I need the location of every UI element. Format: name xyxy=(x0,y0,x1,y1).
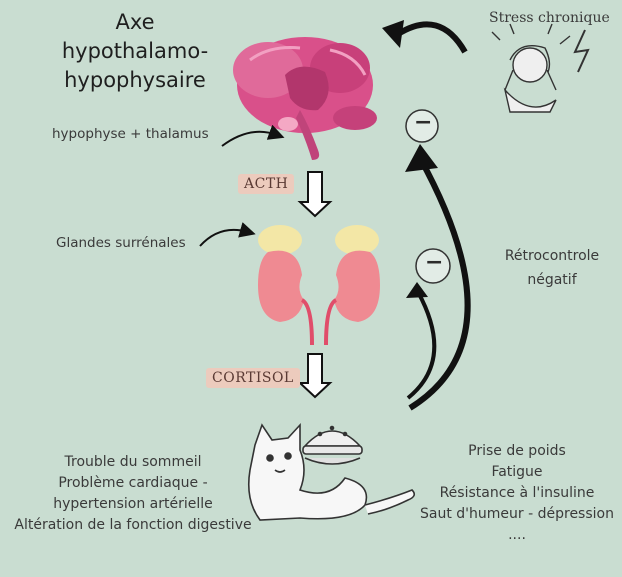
effect-right-item: .... xyxy=(508,527,526,543)
cortisol-label: CORTISOL xyxy=(206,368,300,388)
kidney-left xyxy=(258,250,304,322)
effect-right-item: Résistance à l'insuline xyxy=(439,485,595,501)
acth-label: ACTH xyxy=(238,174,295,194)
feedback-label-line-1: Rétrocontrole xyxy=(504,248,600,264)
title-line-2: hypothalamo- xyxy=(61,39,209,63)
feedback-label-line-2: négatif xyxy=(527,272,577,288)
effect-left-item: Problème cardiaque - xyxy=(58,475,208,491)
inhibit-symbol-middle: − xyxy=(425,250,444,275)
stressed-person-illustration xyxy=(491,23,590,113)
brain-illustration xyxy=(233,37,377,160)
effect-left-item: Trouble du sommeil xyxy=(64,454,202,470)
inhibit-circle-top xyxy=(405,109,439,143)
feedback-label: Rétrocontrole négatif xyxy=(498,244,606,292)
feedback-arrow-main xyxy=(408,156,471,411)
effect-left-item: hypertension artérielle xyxy=(53,496,213,512)
hypophyse-pointer-arrow xyxy=(221,124,285,147)
adrenal-left xyxy=(258,225,302,255)
surrenales-pointer-arrow xyxy=(199,222,256,247)
inhibit-symbol-top: − xyxy=(414,110,433,135)
effect-left-item: Altération de la fonction digestive xyxy=(14,517,252,533)
inhibit-circle-middle xyxy=(415,248,451,284)
effects-left-list: Trouble du sommeil Problème cardiaque - … xyxy=(8,452,258,536)
kidney-right xyxy=(334,250,380,322)
stress-arrow xyxy=(396,21,468,54)
adrenal-right xyxy=(335,225,379,255)
effect-right-item: Saut d'humeur - dépression xyxy=(420,506,614,522)
feedback-arrow-secondary xyxy=(406,291,437,400)
stress-label: Stress chronique xyxy=(489,10,610,26)
title-line-1: Axe xyxy=(115,10,155,34)
surrenales-label: Glandes surrénales xyxy=(56,235,186,251)
effect-right-item: Prise de poids xyxy=(468,443,566,459)
effects-right-list: Prise de poids Fatigue Résistance à l'in… xyxy=(412,441,622,546)
cat-burger-illustration xyxy=(247,422,416,521)
acth-down-arrow xyxy=(297,171,333,218)
hypophyse-label: hypophyse + thalamus xyxy=(52,126,209,142)
cortisol-down-arrow xyxy=(297,353,333,399)
effect-right-item: Fatigue xyxy=(491,464,543,480)
diagram-title: Axe hypothalamo- hypophysaire xyxy=(30,8,240,95)
title-line-3: hypophysaire xyxy=(64,68,206,92)
